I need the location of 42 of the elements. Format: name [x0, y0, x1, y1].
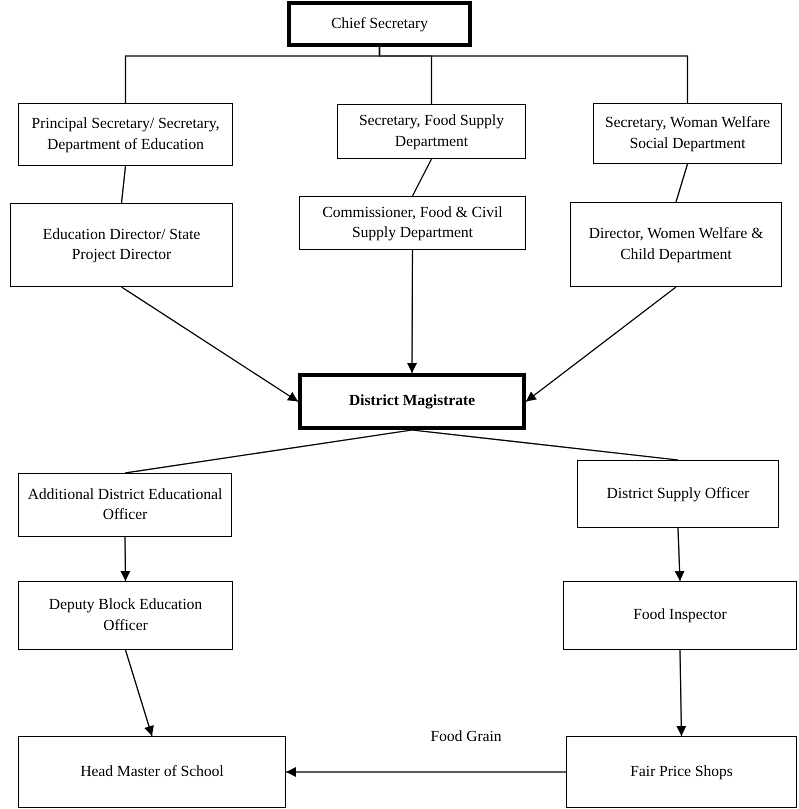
connector-line — [412, 429, 678, 461]
box-label: Secretary, Woman Welfare Social Department — [604, 113, 772, 154]
connector-line — [412, 158, 432, 196]
org-box — [18, 736, 286, 808]
connector-line — [675, 164, 688, 202]
arrow — [526, 286, 676, 402]
connector-line — [378, 47, 688, 103]
org-box — [287, 1, 472, 47]
box-label: Education Director/ State Project Director — [42, 224, 202, 265]
box-label: Principal Secretary/ Secretary, Department of Education — [30, 114, 220, 154]
org-box — [299, 196, 526, 250]
arrow — [676, 650, 686, 736]
org-box — [298, 373, 526, 430]
connector-line — [124, 429, 412, 474]
box-label: Director, Women Welfare & Child Department — [588, 224, 764, 264]
org-box — [18, 581, 233, 650]
box-label: Chief Secretary — [331, 14, 428, 34]
arrow — [124, 650, 154, 736]
box-label: District Supply Officer — [606, 484, 750, 504]
box-label: Secretary, Food Supply Department — [358, 111, 505, 152]
box-label: Deputy Block Education Officer — [48, 595, 204, 636]
box-label: Additional District Educational Officer — [27, 484, 223, 525]
org-box — [10, 203, 233, 287]
org-box — [566, 736, 797, 808]
org-box — [593, 103, 782, 164]
arrow — [674, 528, 685, 582]
box-label: Food Inspector — [633, 605, 727, 626]
box-label: Fair Price Shops — [630, 762, 733, 782]
connector-line — [120, 166, 126, 204]
box-label: District Magistrate — [348, 391, 476, 412]
org-box — [18, 103, 233, 166]
arrow — [407, 250, 418, 373]
org-box — [563, 581, 797, 650]
org-box — [570, 202, 782, 287]
arrow — [120, 537, 130, 581]
org-box — [577, 460, 779, 528]
org-box — [337, 104, 526, 159]
box-label: Head Master of School — [80, 762, 224, 782]
arrow — [121, 286, 298, 402]
box-label: Commissioner, Food & Civil Supply Department — [321, 202, 504, 243]
arrow — [286, 767, 566, 777]
org-box — [18, 473, 232, 537]
